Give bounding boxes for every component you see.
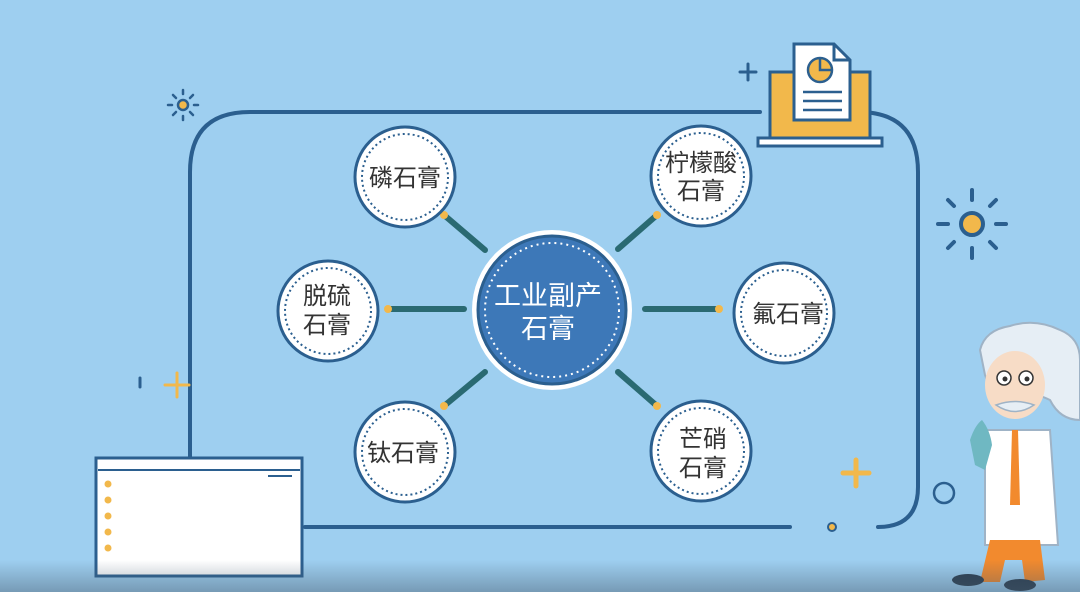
frame-line xyxy=(188,110,920,529)
plus-icon-blue xyxy=(738,62,758,82)
node-mirabilite-label-line2: 石膏 xyxy=(679,454,727,482)
node-mirabilite: 芒硝 石膏 xyxy=(649,399,753,503)
sun-icon-large xyxy=(936,188,1008,260)
node-phospho-label: 磷石膏 xyxy=(369,164,441,192)
document-icon xyxy=(756,42,884,148)
scientist-character xyxy=(952,321,1080,591)
node-fluoro-label: 氟石膏 xyxy=(752,300,824,328)
ring-decoration xyxy=(932,481,956,505)
node-titanium-label: 钛石膏 xyxy=(367,439,439,467)
sun-icon-small xyxy=(166,88,200,122)
node-citric-label-line1: 柠檬酸 xyxy=(665,149,737,177)
connector-dots xyxy=(384,211,723,410)
node-desulf-label-line1: 脱硫 xyxy=(303,282,351,310)
bottom-shade xyxy=(0,560,1080,592)
node-desulf: 脱硫 石膏 xyxy=(276,259,380,363)
node-fluoro: 氟石膏 xyxy=(732,261,836,365)
node-mirabilite-label-line1: 芒硝 xyxy=(679,425,727,453)
center-node: 工业副产 石膏 xyxy=(472,230,632,390)
node-phospho: 磷石膏 xyxy=(353,125,457,229)
connector-citric xyxy=(615,212,660,252)
connectors xyxy=(387,212,721,409)
node-desulf-label-line2: 石膏 xyxy=(303,311,351,339)
center-label-line2: 石膏 xyxy=(521,314,575,345)
plus-icon-orange-left xyxy=(163,371,191,399)
node-titanium: 钛石膏 xyxy=(353,400,457,504)
connector-titanium xyxy=(441,369,488,409)
center-label-line1: 工业副产 xyxy=(494,281,602,312)
plus-icon-orange-right xyxy=(840,457,872,489)
connector-phospho xyxy=(441,212,488,253)
connector-mirabilite xyxy=(615,369,660,409)
node-citric: 柠檬酸 石膏 xyxy=(649,124,753,228)
notebook-panel xyxy=(94,456,304,578)
dot-decoration xyxy=(827,522,837,532)
node-citric-label-line2: 石膏 xyxy=(677,177,725,205)
